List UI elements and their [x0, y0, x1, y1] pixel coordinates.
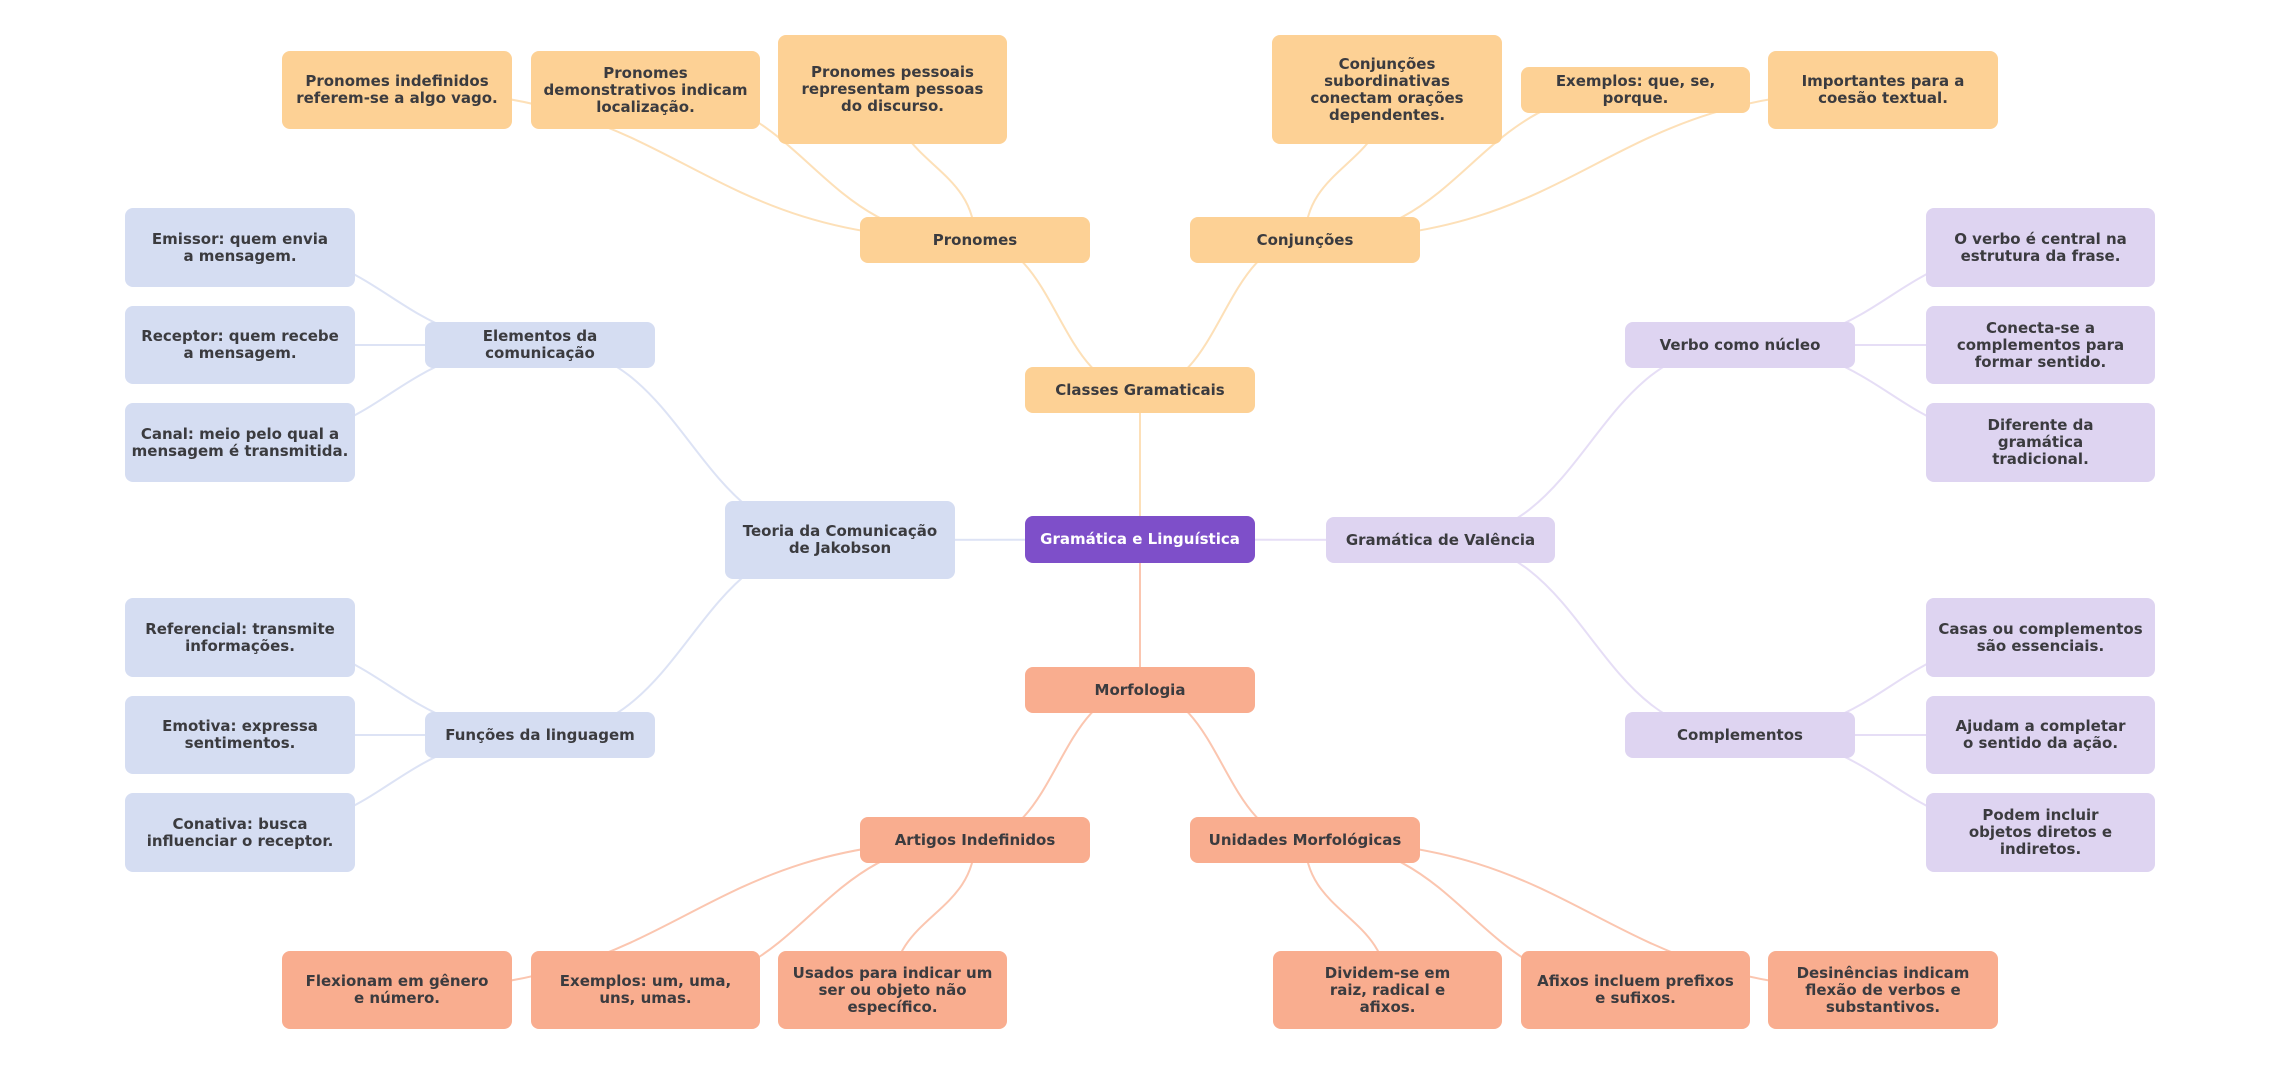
node-label: Gramática de Valência — [1345, 530, 1536, 549]
node-label: Elementos da comunicação — [482, 327, 598, 362]
node-label: Flexionam em gênero e número. — [305, 972, 489, 1007]
node-pronomes-pessoais[interactable]: Pronomes pessoais representam pessoas do… — [778, 35, 1007, 144]
node-label: Afixos incluem prefixos e sufixos. — [1537, 972, 1734, 1007]
node-conjuncoes[interactable]: Conjunções — [1190, 217, 1420, 263]
node-pronomes-indefinidos[interactable]: Pronomes indefinidos referem-se a algo v… — [282, 51, 512, 129]
node-complementos-podem[interactable]: Podem incluir objetos diretos e indireto… — [1926, 793, 2155, 872]
node-label: Receptor: quem recebe a mensagem. — [141, 327, 339, 362]
node-gramatica-valencia[interactable]: Gramática de Valência — [1326, 517, 1555, 563]
node-pronomes-demonstrativos[interactable]: Pronomes demonstrativos indicam localiza… — [531, 51, 760, 129]
root-node[interactable]: Gramática e Linguística — [1025, 516, 1255, 563]
node-label: Conativa: busca influenciar o receptor. — [146, 814, 334, 850]
node-teoria-comunicacao[interactable]: Teoria da Comunicação de Jakobson — [725, 501, 955, 579]
node-emotiva[interactable]: Emotiva: expressa sentimentos. — [125, 696, 355, 774]
node-label: Ajudam a completar o sentido da ação. — [1955, 717, 2126, 752]
node-unidades-desinencias[interactable]: Desinências indicam flexão de verbos e s… — [1768, 951, 1998, 1029]
node-pronomes[interactable]: Pronomes — [860, 217, 1090, 263]
node-label: Classes Gramaticais — [1055, 380, 1225, 399]
node-label: Pronomes — [932, 230, 1018, 249]
node-label: Emotiva: expressa sentimentos. — [162, 717, 318, 752]
edge-valencia-to-verbo — [1440, 344, 1741, 541]
node-classes-gramaticais[interactable]: Classes Gramaticais — [1025, 367, 1255, 413]
edge-valencia-to-complementos — [1440, 539, 1741, 736]
node-label: Pronomes pessoais representam pessoas do… — [801, 63, 984, 115]
node-label: Exemplos: que, se, porque. — [1555, 72, 1716, 107]
node-unidades-afixos[interactable]: Afixos incluem prefixos e sufixos. — [1521, 951, 1750, 1029]
node-verbo-nucleo[interactable]: Verbo como núcleo — [1625, 322, 1855, 368]
node-artigos-exemplos[interactable]: Exemplos: um, uma, uns, umas. — [531, 951, 760, 1029]
node-elementos-comunicacao[interactable]: Elementos da comunicação — [425, 322, 655, 368]
node-label: Desinências indicam flexão de verbos e s… — [1796, 963, 1970, 1016]
node-canal[interactable]: Canal: meio pelo qual a mensagem é trans… — [125, 403, 355, 482]
node-label: Casas ou complementos são essenciais. — [1938, 619, 2143, 655]
node-complementos[interactable]: Complementos — [1625, 712, 1855, 758]
node-label: Dividem-se em raiz, radical e afixos. — [1324, 963, 1451, 1016]
node-conjuncoes-exemplos[interactable]: Exemplos: que, se, porque. — [1521, 67, 1750, 113]
node-label: Importantes para a coesão textual. — [1801, 72, 1965, 107]
node-label: Unidades Morfológicas — [1208, 830, 1402, 849]
node-label: O verbo é central na estrutura da frase. — [1954, 229, 2127, 265]
node-label: Complementos — [1677, 725, 1803, 744]
node-label: Diferente da gramática tradicional. — [1987, 416, 2094, 468]
node-referencial[interactable]: Referencial: transmite informações. — [125, 598, 355, 677]
node-label: Teoria da Comunicação de Jakobson — [742, 522, 938, 557]
node-conativa[interactable]: Conativa: busca influenciar o receptor. — [125, 793, 355, 872]
node-verbo-conecta[interactable]: Conecta-se a complementos para formar se… — [1926, 306, 2155, 384]
node-label: Conjunções subordinativas conectam oraçõ… — [1310, 54, 1464, 124]
node-label: Pronomes indefinidos referem-se a algo v… — [296, 72, 498, 107]
node-artigos-usados[interactable]: Usados para indicar um ser ou objeto não… — [778, 951, 1007, 1029]
node-label: Usados para indicar um ser ou objeto não… — [792, 963, 993, 1016]
node-label: Morfologia — [1094, 680, 1186, 699]
node-conjuncoes-subordinativas[interactable]: Conjunções subordinativas conectam oraçõ… — [1272, 35, 1502, 144]
node-unidades-dividem[interactable]: Dividem-se em raiz, radical e afixos. — [1273, 951, 1502, 1029]
node-label: Artigos Indefinidos — [894, 830, 1056, 849]
node-complementos-ajudam[interactable]: Ajudam a completar o sentido da ação. — [1926, 696, 2155, 774]
node-label: Exemplos: um, uma, uns, umas. — [559, 972, 732, 1007]
node-label: Referencial: transmite informações. — [145, 619, 335, 655]
node-unidades-morfologicas[interactable]: Unidades Morfológicas — [1190, 817, 1420, 863]
node-label: Podem incluir objetos diretos e indireto… — [1968, 806, 2113, 858]
node-conjuncoes-importantes[interactable]: Importantes para a coesão textual. — [1768, 51, 1998, 129]
node-label: Pronomes demonstrativos indicam localiza… — [543, 63, 748, 116]
node-label: Gramática e Linguística — [1040, 530, 1240, 548]
node-label: Verbo como núcleo — [1659, 335, 1821, 354]
node-verbo-diferente[interactable]: Diferente da gramática tradicional. — [1926, 403, 2155, 482]
node-label: Conecta-se a complementos para formar se… — [1956, 318, 2125, 371]
node-label: Emissor: quem envia a mensagem. — [151, 229, 329, 265]
node-funcoes-linguagem[interactable]: Funções da linguagem — [425, 712, 655, 758]
node-label: Funções da linguagem — [445, 725, 635, 744]
node-artigos-indefinidos[interactable]: Artigos Indefinidos — [860, 817, 1090, 863]
node-label: Conjunções — [1256, 230, 1354, 249]
node-emissor[interactable]: Emissor: quem envia a mensagem. — [125, 208, 355, 287]
node-label: Canal: meio pelo qual a mensagem é trans… — [131, 424, 349, 460]
node-artigos-flexionam[interactable]: Flexionam em gênero e número. — [282, 951, 512, 1029]
node-morfologia[interactable]: Morfologia — [1025, 667, 1255, 713]
node-complementos-casas[interactable]: Casas ou complementos são essenciais. — [1926, 598, 2155, 677]
node-receptor[interactable]: Receptor: quem recebe a mensagem. — [125, 306, 355, 384]
node-verbo-central[interactable]: O verbo é central na estrutura da frase. — [1926, 208, 2155, 287]
